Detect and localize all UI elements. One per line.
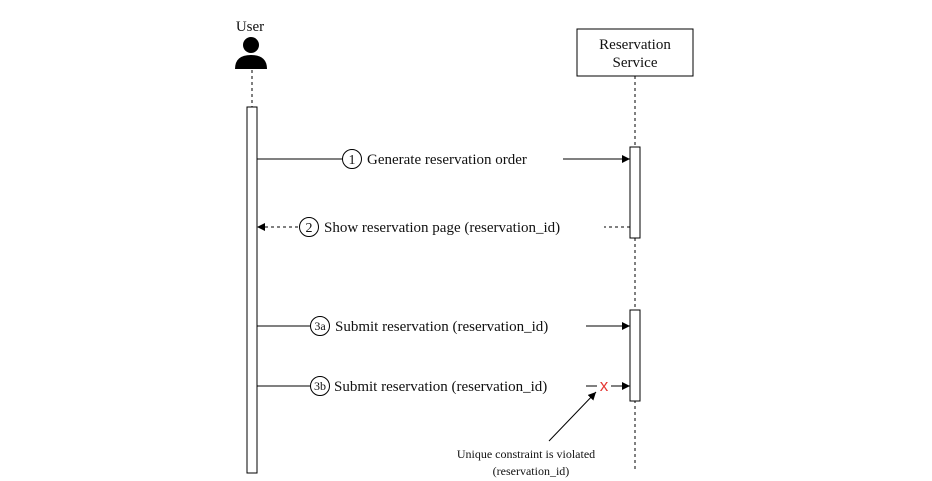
service-activation-bar-2: [629, 309, 641, 402]
step-circle-3b: [310, 376, 330, 396]
note-line-2: (reservation_id): [493, 464, 570, 478]
service-actor: Reservation Service: [576, 28, 694, 77]
user-icon: [235, 37, 267, 69]
constraint-note: Unique constraint is violated (reservati…: [457, 391, 597, 478]
step-circle-2: [299, 217, 319, 237]
step-number-3b: 3b: [314, 379, 326, 393]
step-circle-1: [342, 149, 362, 169]
step-circle-3a: [310, 316, 330, 336]
message-2-label: Show reservation page (reservation_id): [324, 220, 560, 236]
step-number-3a: 3a: [314, 319, 326, 333]
service-actor-label-line2: Service: [613, 55, 658, 71]
message-3b-label: Submit reservation (reservation_id): [334, 379, 547, 395]
user-activation-bar: [246, 106, 258, 474]
note-line-1: Unique constraint is violated: [457, 447, 595, 461]
service-activation-bar-1: [629, 146, 641, 239]
message-3b: 3b Submit reservation (reservation_id) x: [257, 376, 630, 396]
message-3a: 3a Submit reservation (reservation_id): [257, 316, 630, 336]
user-actor: User: [235, 19, 267, 69]
step-number-2: 2: [306, 221, 313, 236]
failure-x-icon: x: [600, 376, 609, 395]
message-2: 2 Show reservation page (reservation_id): [257, 217, 630, 237]
note-pointer-arrow: [548, 391, 597, 442]
message-3a-label: Submit reservation (reservation_id): [335, 319, 548, 335]
step-number-1: 1: [349, 153, 356, 168]
user-actor-label: User: [236, 19, 264, 35]
message-1-label: Generate reservation order: [367, 152, 527, 168]
service-actor-label-line1: Reservation: [599, 37, 671, 53]
message-1: 1 Generate reservation order: [257, 149, 630, 169]
